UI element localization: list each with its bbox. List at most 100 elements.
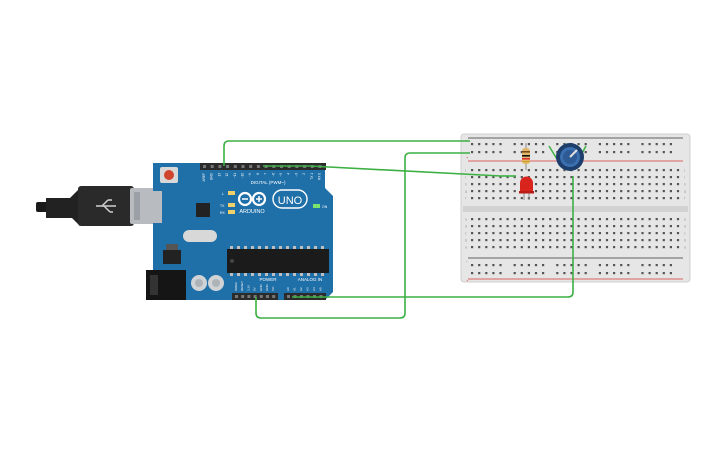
digital-pin-hole[interactable] bbox=[210, 165, 214, 168]
breadboard-hole[interactable] bbox=[549, 232, 552, 235]
breadboard-hole[interactable] bbox=[549, 169, 552, 172]
rail-hole[interactable] bbox=[556, 272, 559, 275]
breadboard-hole[interactable] bbox=[478, 176, 481, 179]
rail-hole[interactable] bbox=[471, 264, 474, 267]
breadboard-hole[interactable] bbox=[598, 232, 601, 235]
breadboard-hole[interactable] bbox=[648, 218, 651, 221]
rail-hole[interactable] bbox=[641, 143, 644, 146]
rail-hole[interactable] bbox=[499, 143, 502, 146]
breadboard-hole[interactable] bbox=[669, 183, 672, 186]
rail-hole[interactable] bbox=[534, 264, 538, 267]
breadboard-hole[interactable] bbox=[499, 246, 502, 249]
breadboard-hole[interactable] bbox=[669, 246, 672, 249]
breadboard-hole[interactable] bbox=[591, 197, 594, 200]
breadboard-hole[interactable] bbox=[520, 246, 523, 249]
breadboard-hole[interactable] bbox=[648, 197, 651, 200]
rail-hole[interactable] bbox=[655, 143, 658, 146]
breadboard-hole[interactable] bbox=[591, 225, 594, 228]
breadboard-hole[interactable] bbox=[655, 197, 658, 200]
breadboard-hole[interactable] bbox=[662, 197, 665, 200]
breadboard-hole[interactable] bbox=[478, 197, 481, 200]
rail-hole[interactable] bbox=[471, 151, 474, 154]
breadboard-hole[interactable] bbox=[669, 218, 672, 221]
breadboard-hole[interactable] bbox=[549, 190, 552, 193]
breadboard-hole[interactable] bbox=[591, 176, 594, 179]
rail-hole[interactable] bbox=[613, 272, 616, 275]
breadboard-hole[interactable] bbox=[492, 197, 495, 200]
breadboard-hole[interactable] bbox=[570, 183, 573, 186]
breadboard-hole[interactable] bbox=[641, 239, 644, 242]
breadboard-hole[interactable] bbox=[485, 190, 488, 193]
breadboard-hole[interactable] bbox=[613, 169, 616, 172]
breadboard-hole[interactable] bbox=[556, 239, 559, 242]
breadboard-hole[interactable] bbox=[613, 190, 616, 193]
digital-pin-hole[interactable] bbox=[203, 165, 206, 168]
breadboard-hole[interactable] bbox=[591, 218, 594, 221]
rail-hole[interactable] bbox=[520, 264, 523, 267]
breadboard-hole[interactable] bbox=[598, 169, 601, 172]
breadboard-hole[interactable] bbox=[549, 225, 552, 228]
breadboard-hole[interactable] bbox=[598, 239, 601, 242]
breadboard-hole[interactable] bbox=[655, 239, 658, 242]
breadboard-hole[interactable] bbox=[613, 239, 616, 242]
rail-hole[interactable] bbox=[542, 143, 545, 146]
breadboard-hole[interactable] bbox=[662, 169, 665, 172]
breadboard-hole[interactable] bbox=[513, 232, 516, 235]
breadboard-hole[interactable] bbox=[605, 225, 609, 228]
breadboard-hole[interactable] bbox=[627, 246, 630, 249]
rail-hole[interactable] bbox=[471, 143, 474, 146]
rail-hole[interactable] bbox=[478, 272, 481, 275]
breadboard-hole[interactable] bbox=[506, 239, 509, 242]
digital-pin-hole[interactable] bbox=[226, 165, 230, 168]
breadboard-hole[interactable] bbox=[605, 183, 609, 186]
breadboard-hole[interactable] bbox=[563, 218, 566, 221]
breadboard-hole[interactable] bbox=[676, 176, 680, 179]
digital-pin-hole[interactable] bbox=[256, 165, 260, 168]
breadboard-hole[interactable] bbox=[605, 190, 609, 193]
breadboard-hole[interactable] bbox=[676, 197, 680, 200]
rail-hole[interactable] bbox=[605, 143, 609, 146]
breadboard-hole[interactable] bbox=[556, 197, 559, 200]
breadboard-hole[interactable] bbox=[520, 218, 523, 221]
breadboard-hole[interactable] bbox=[613, 183, 616, 186]
breadboard-hole[interactable] bbox=[534, 246, 538, 249]
breadboard-hole[interactable] bbox=[478, 183, 481, 186]
breadboard-hole[interactable] bbox=[655, 218, 658, 221]
rail-hole[interactable] bbox=[492, 143, 495, 146]
breadboard-hole[interactable] bbox=[563, 190, 566, 193]
breadboard-hole[interactable] bbox=[542, 232, 545, 235]
rail-hole[interactable] bbox=[485, 151, 488, 154]
breadboard-hole[interactable] bbox=[620, 218, 623, 221]
rail-hole[interactable] bbox=[648, 143, 651, 146]
breadboard-hole[interactable] bbox=[584, 232, 587, 235]
rail-hole[interactable] bbox=[627, 151, 630, 154]
breadboard-hole[interactable] bbox=[613, 246, 616, 249]
breadboard-hole[interactable] bbox=[605, 218, 609, 221]
breadboard-hole[interactable] bbox=[662, 246, 665, 249]
breadboard-hole[interactable] bbox=[471, 225, 474, 228]
breadboard-hole[interactable] bbox=[549, 197, 552, 200]
breadboard-hole[interactable] bbox=[584, 183, 587, 186]
breadboard-hole[interactable] bbox=[676, 239, 680, 242]
breadboard-hole[interactable] bbox=[676, 232, 680, 235]
rail-hole[interactable] bbox=[492, 151, 495, 154]
breadboard-hole[interactable] bbox=[520, 176, 523, 179]
breadboard-hole[interactable] bbox=[598, 218, 601, 221]
breadboard-hole[interactable] bbox=[485, 232, 488, 235]
rail-hole[interactable] bbox=[513, 151, 516, 154]
rail-hole[interactable] bbox=[584, 272, 587, 275]
breadboard-hole[interactable] bbox=[598, 176, 601, 179]
breadboard-hole[interactable] bbox=[655, 183, 658, 186]
breadboard-hole[interactable] bbox=[598, 225, 601, 228]
breadboard-hole[interactable] bbox=[506, 190, 509, 193]
breadboard-hole[interactable] bbox=[549, 239, 552, 242]
breadboard-hole[interactable] bbox=[492, 218, 495, 221]
rail-hole[interactable] bbox=[577, 143, 580, 146]
breadboard-hole[interactable] bbox=[605, 197, 609, 200]
breadboard-hole[interactable] bbox=[478, 169, 481, 172]
breadboard-hole[interactable] bbox=[676, 218, 680, 221]
breadboard-hole[interactable] bbox=[641, 197, 644, 200]
rail-hole[interactable] bbox=[641, 264, 644, 267]
breadboard-hole[interactable] bbox=[662, 225, 665, 228]
breadboard-hole[interactable] bbox=[556, 190, 559, 193]
